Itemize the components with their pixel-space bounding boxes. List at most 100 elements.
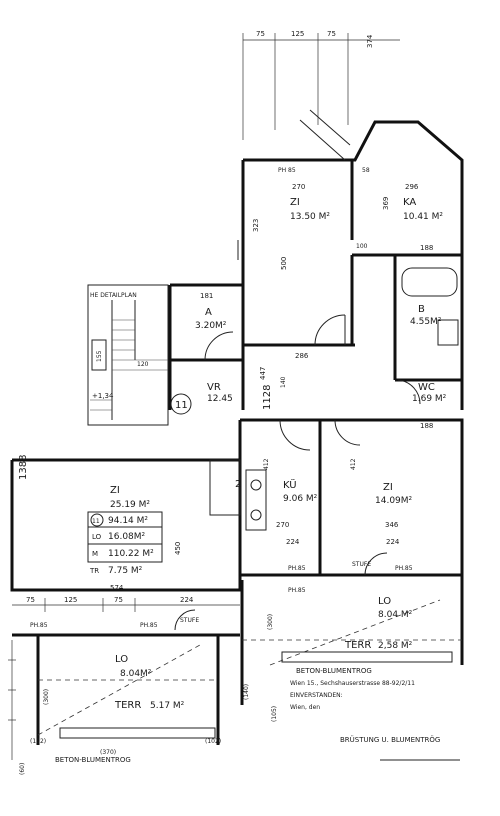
height-zi-right: PH.85 [395, 565, 413, 572]
dim-row2-75b: 75 [114, 596, 123, 604]
dim-369: 369 [382, 197, 390, 210]
dim-270b: 270 [276, 521, 289, 529]
room-label: KA [403, 197, 416, 208]
dim-58: 58 [362, 167, 370, 174]
summary-tr-area: 7.75 M² [108, 566, 143, 576]
room-label: LO [115, 654, 128, 665]
room-b: B 4.55M² [401, 267, 459, 346]
room-label: VR [207, 382, 221, 393]
height-ku: PH.85 [288, 565, 306, 572]
dim-120: 120 [137, 361, 149, 368]
room-ku: KÜ 9.06 M² 412 270 224 PH.85 [263, 419, 318, 572]
dim-140b: (140) [243, 684, 250, 700]
dim-500: 500 [280, 257, 288, 270]
summary-tr-label: TR [89, 567, 99, 575]
einverstanden-line: EINVERSTANDEN: [290, 692, 343, 699]
dim-1388: 1388 [18, 455, 29, 480]
height-lo-left-1: PH.85 [30, 622, 48, 629]
dim-447: 447 [259, 367, 267, 380]
dim-188b: 188 [420, 422, 433, 430]
room-label: ZI [290, 197, 300, 208]
room-label: KÜ [283, 478, 297, 491]
dim-450: 450 [174, 542, 182, 555]
dim-224b: 224 [386, 538, 400, 546]
dim-224a: 224 [286, 538, 300, 546]
summary-m-area: 110.22 M² [108, 549, 154, 559]
dim-370: (370) [100, 749, 116, 756]
dim-100: 100 [356, 243, 368, 250]
dim-row2-125: 125 [64, 596, 77, 604]
room-area: 1.69 M² [412, 394, 447, 404]
detailplan-label: HE DETAILPLAN [90, 292, 137, 299]
terr-label: TERR [344, 640, 371, 651]
room-area: 10.41 M² [403, 212, 443, 222]
room-area: 3.20M² [195, 321, 227, 331]
dim-1128: 1128 [262, 385, 273, 410]
stair-level: +1,34 [92, 392, 114, 400]
dim-105: (105) [271, 706, 278, 722]
room-zi-left: 1388 ZI 25.19 M² 574 450 2 [18, 455, 241, 592]
dim-row2-75a: 75 [26, 596, 35, 604]
room-ka: KA 10.41 M² 296 369 58 188 100 [356, 167, 443, 252]
room-a: A 3.20M² 181 [195, 292, 234, 361]
summary-unit-area: 94.14 M² [108, 516, 148, 526]
left-loggia-terrace: LO 8.04M² TERR 5.17 M² (300) (102) (102)… [12, 633, 240, 775]
upper-walls [168, 109, 464, 410]
right-loggia-terrace: LO 8.04 M² TERR 2,58 M² PH.85 (300) BETO… [240, 575, 464, 722]
dim-270: 270 [292, 183, 305, 191]
address-line: Wien 15., Sechshauserstrasse 88-92/2/11 [290, 680, 415, 687]
room-zi-right: ZI 14.09M² 188 412 346 224 STUFE PH.85 [334, 419, 433, 576]
dim-row2-224: 224 [180, 596, 194, 604]
room-label: WC [418, 382, 435, 393]
dim-286: 286 [295, 352, 309, 360]
dim-323: 323 [252, 219, 260, 232]
dim-412b: 412 [350, 458, 357, 470]
stufe-right: STUFE [352, 561, 371, 568]
staircase: HE DETAILPLAN 155 120 +1,34 11 [87, 284, 192, 426]
dim-140: 140 [280, 376, 287, 388]
room-label: ZI [383, 482, 393, 493]
summary-lo-label: LO [92, 533, 102, 541]
dim-60: (60) [19, 763, 26, 775]
wien-den-line: Wien, den [290, 704, 320, 711]
room-area: 25.19 M² [110, 500, 150, 510]
room-area: 8.04 M² [378, 610, 413, 620]
dim-300b: (300) [43, 689, 50, 705]
terr-area: 2,58 M² [378, 641, 413, 651]
dim-102a: (102) [30, 738, 46, 745]
room-area: 9.06 M² [283, 494, 318, 504]
summary-lo-area: 16.08M² [108, 532, 146, 542]
height-lo-right: PH.85 [288, 587, 306, 594]
beton-left: BETON-BLUMENTROG [55, 756, 131, 764]
room-vr: VR 12.45 [207, 382, 233, 404]
room-area: 4.55M² [410, 317, 442, 327]
stair-marker-circle [170, 393, 192, 415]
room-area: 13.50 M² [290, 212, 330, 222]
dim-155: 155 [96, 350, 103, 362]
dim-top-374: 374 [366, 34, 374, 48]
second-dimension-row: 75 125 75 224 PH.85 PH.85 STUFE [12, 596, 240, 631]
stair-number: 11 [175, 400, 188, 411]
room-area: 14.09M² [375, 496, 413, 506]
dim-188: 188 [420, 244, 433, 252]
beton-trough-left [59, 727, 216, 739]
dim-296: 296 [405, 183, 419, 191]
beton-trough-right [281, 651, 453, 663]
room-wc: WC 1.69 M² [397, 379, 447, 405]
dim-181: 181 [200, 292, 213, 300]
room-label: LO [378, 596, 391, 607]
unit-marker-2: 2 [235, 479, 241, 490]
dim-top-75a: 75 [256, 30, 265, 38]
room-area: 12.45 [207, 394, 233, 404]
summary-unit: 11 [92, 518, 100, 525]
stufe-left: STUFE [180, 617, 199, 624]
dim-top-75b: 75 [327, 30, 336, 38]
lower-walls [10, 418, 464, 592]
left-edge-marks [8, 640, 16, 760]
dim-top-125: 125 [291, 30, 304, 38]
dim-102b: (102) [205, 738, 221, 745]
height-ph: PH 85 [278, 167, 296, 174]
approval-block: Wien 15., Sechshauserstrasse 88-92/2/11 … [290, 680, 460, 761]
room-zi-top: ZI 13.50 M² 270 500 323 PH 85 286 447 14… [252, 167, 346, 388]
